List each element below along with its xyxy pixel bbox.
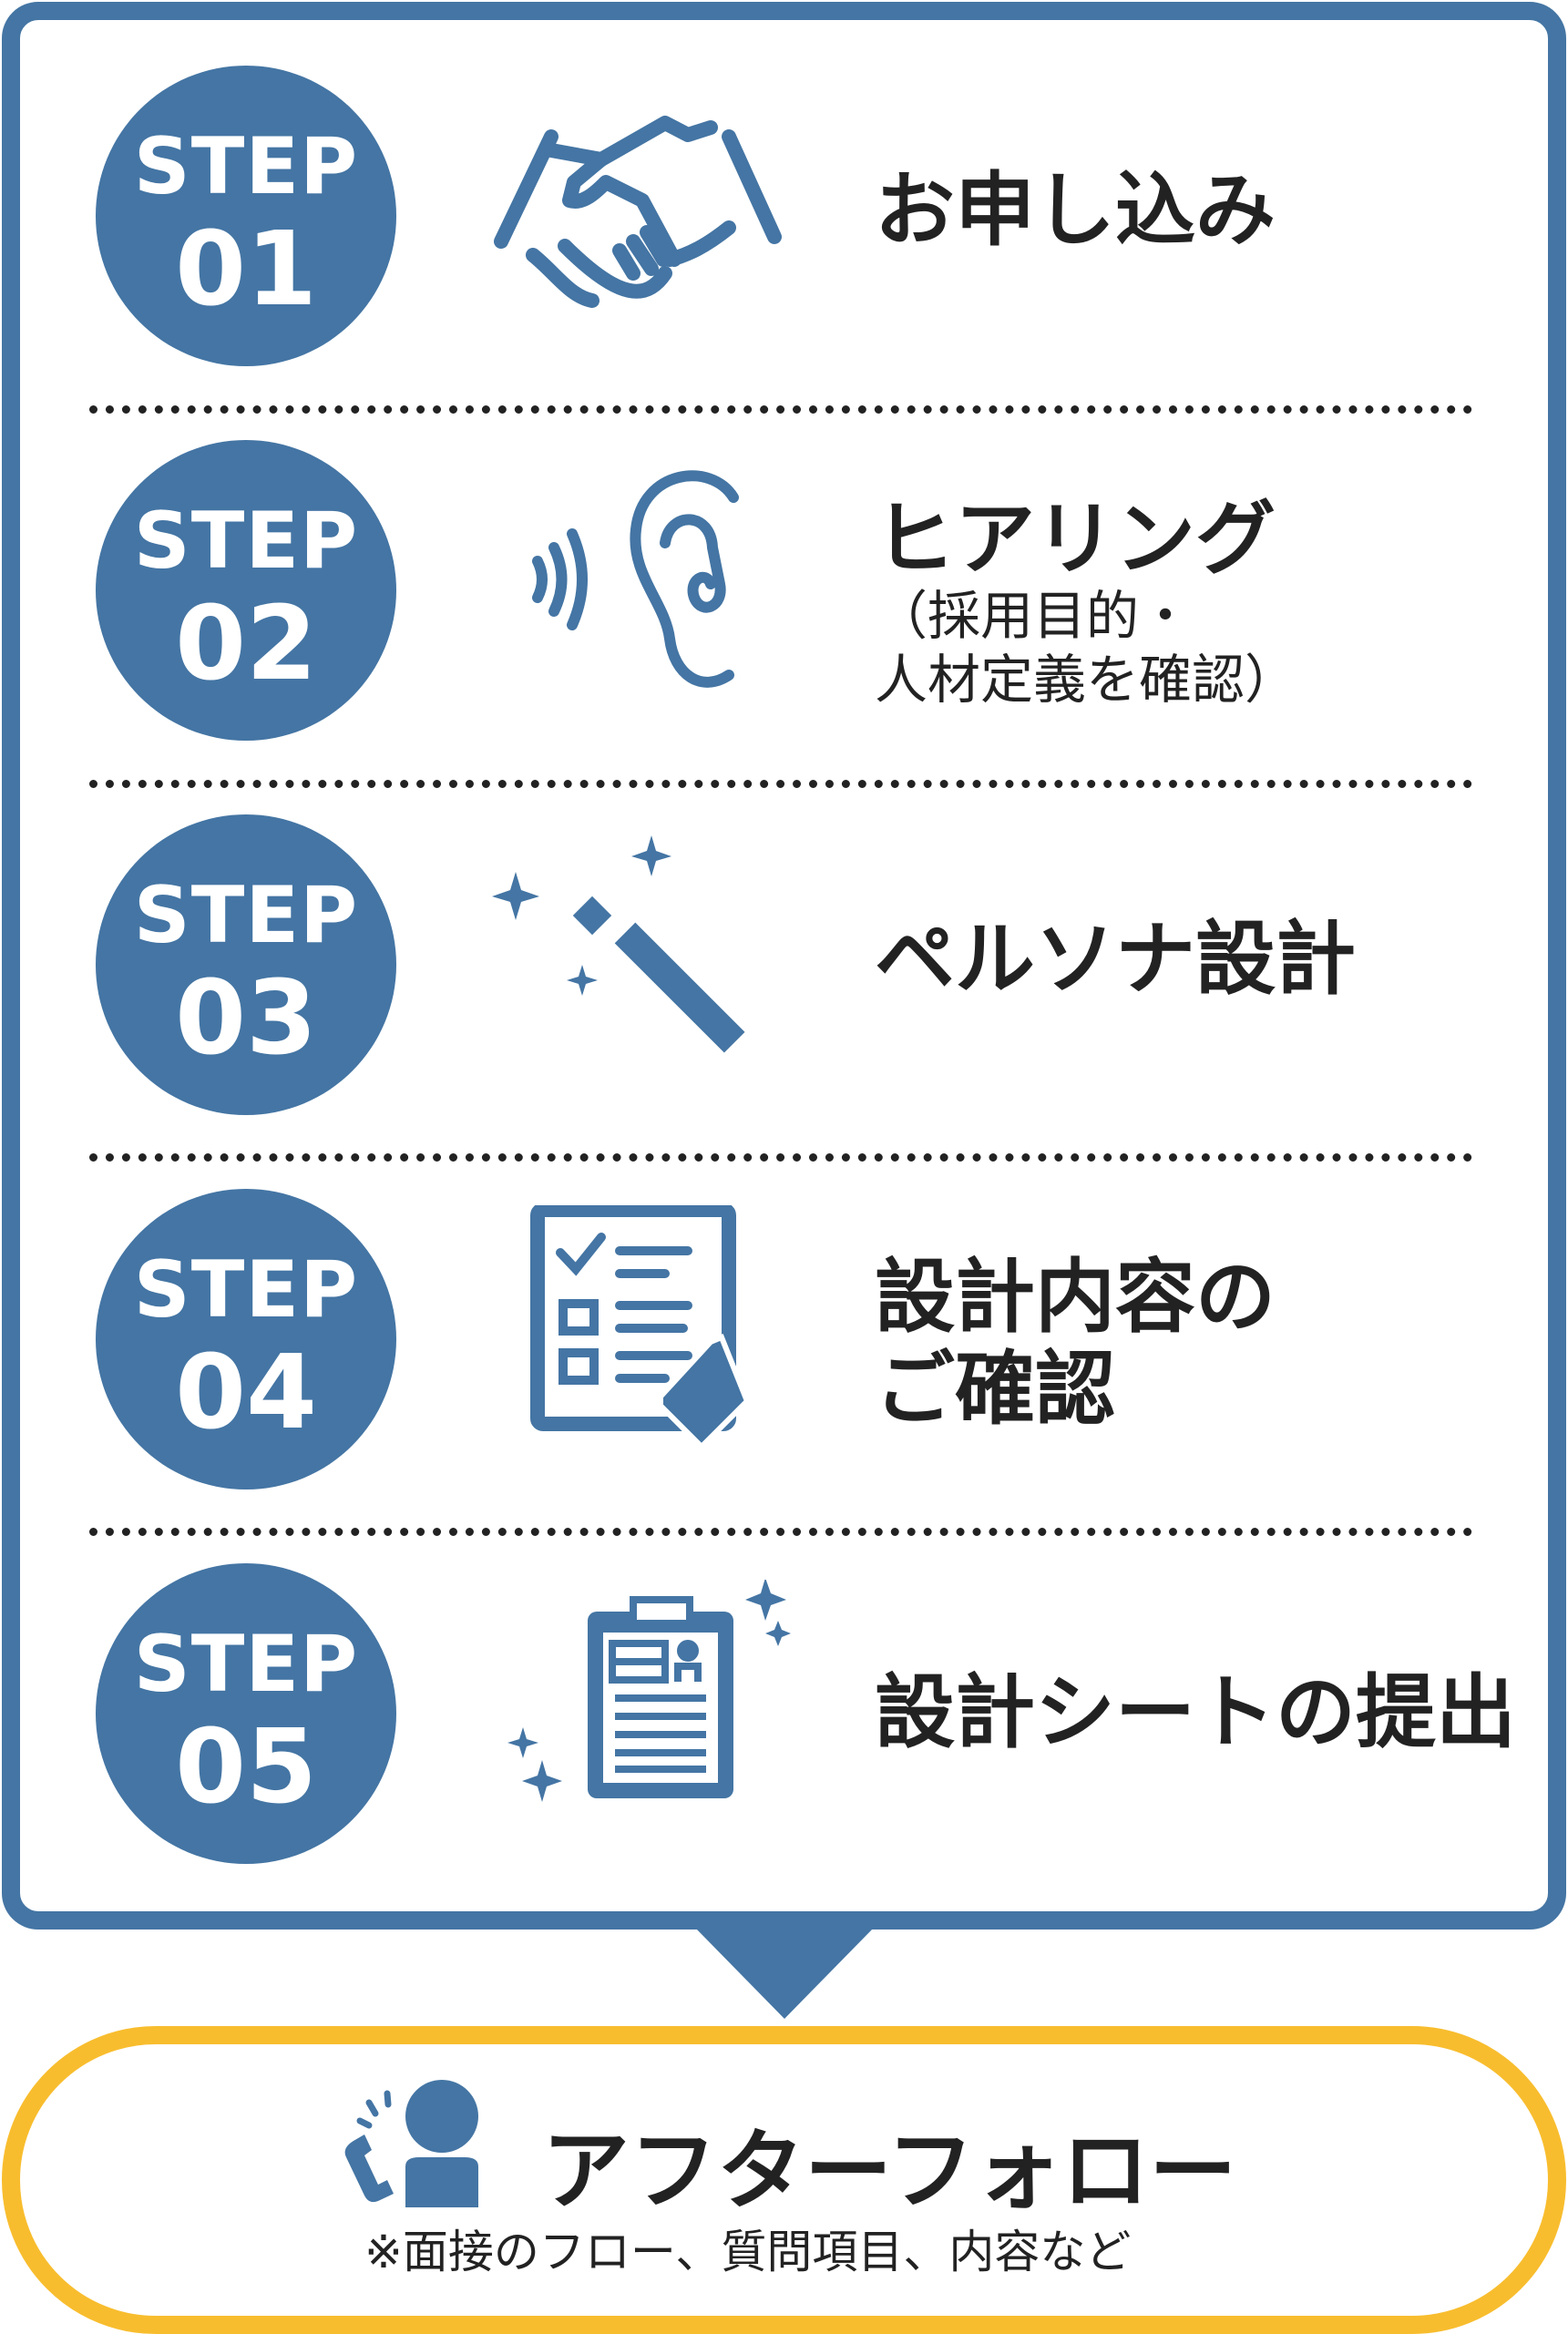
step-title: お申し込み xyxy=(875,163,1276,257)
magic-wand-icon xyxy=(492,835,745,1053)
divider xyxy=(89,1153,1472,1162)
step-row-04: STEP 04 設計内容の ご確認 xyxy=(0,1123,1568,1498)
step-subtitle: （採用目的・ xyxy=(875,585,1193,648)
step-title: ペルソナ設計 xyxy=(875,912,1357,1006)
after-follow-title: アフターフォロー xyxy=(542,2120,1237,2222)
step-badge: STEP 01 xyxy=(96,66,396,366)
step-label: STEP xyxy=(133,1619,359,1710)
step-number: 01 xyxy=(175,210,317,329)
step-label: STEP xyxy=(133,496,359,587)
step-row-02: STEP 02 ヒアリング （採用目的・ 人材定義を確認） xyxy=(0,374,1568,749)
person-phone-icon xyxy=(344,2080,478,2207)
divider xyxy=(89,1528,1472,1536)
step-title: ご確認 xyxy=(875,1342,1116,1437)
step-row-05: STEP 05 設計シートの提出 xyxy=(0,1498,1568,1872)
after-follow-panel xyxy=(2,2026,1566,2334)
step-number: 03 xyxy=(175,959,317,1078)
step-row-01: STEP 01 お申し込み xyxy=(0,0,1568,374)
ear-icon xyxy=(532,470,739,688)
step-number: 02 xyxy=(175,585,317,703)
checklist-icon xyxy=(530,1205,751,1451)
step-title: 設計シートの提出 xyxy=(875,1665,1517,1759)
down-arrow xyxy=(695,1928,874,2019)
step-title: 設計内容の xyxy=(875,1250,1276,1344)
clipboard-icon xyxy=(507,1580,791,1802)
step-title: ヒアリング xyxy=(875,492,1276,586)
step-number: 05 xyxy=(175,1708,317,1827)
handshake-icon xyxy=(494,116,782,308)
step-title-block: ヒアリング （採用目的・ 人材定義を確認） xyxy=(875,493,1297,711)
after-follow-note: ※面接のフロー、質問項目、内容など xyxy=(364,2226,1132,2278)
step-title-block: 設計内容の ご確認 xyxy=(875,1250,1276,1437)
step-label: STEP xyxy=(133,870,359,961)
step-subtitle: 人材定義を確認） xyxy=(875,648,1298,711)
step-label: STEP xyxy=(133,1244,359,1336)
step-label: STEP xyxy=(133,121,359,212)
step-badge: STEP 03 xyxy=(96,814,396,1115)
step-badge: STEP 04 xyxy=(96,1189,396,1489)
step-badge: STEP 05 xyxy=(96,1563,396,1864)
step-row-03: STEP 03 ペルソナ設計 xyxy=(0,749,1568,1123)
step-badge: STEP 02 xyxy=(96,440,396,741)
step-number: 04 xyxy=(175,1334,317,1452)
divider xyxy=(89,405,1472,414)
divider xyxy=(89,780,1472,788)
